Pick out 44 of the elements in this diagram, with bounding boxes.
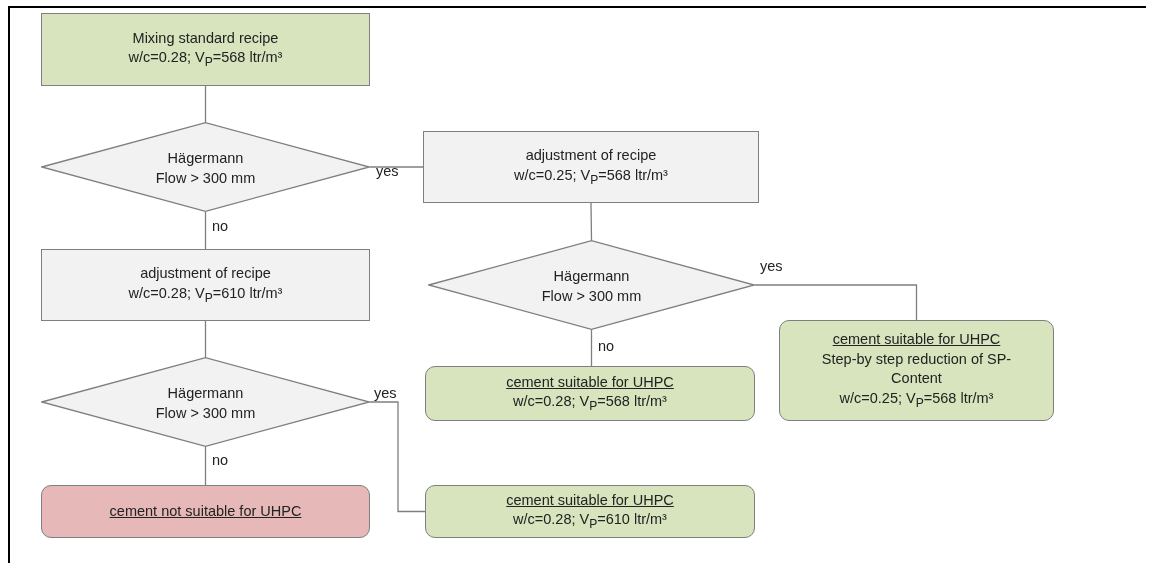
result-heading: cement not suitable for UHPC — [109, 501, 302, 521]
process-box — [423, 131, 759, 203]
decision-text: Hägermann — [553, 267, 630, 287]
node-text: w/c=0.25; V$_{P}$=568 ltr/m³ — [839, 388, 994, 411]
decision-text: Hägermann — [167, 384, 244, 404]
connector-line — [369, 401, 426, 513]
connector-line — [204, 211, 207, 250]
edge-label: yes — [376, 163, 399, 179]
node-text: Mixing standard recipe — [132, 28, 279, 48]
connector-line — [204, 85, 207, 123]
edge-label: yes — [760, 258, 783, 274]
node-text: w/c=0.25; V$_{P}$=568 ltr/m³ — [514, 165, 668, 188]
edge-label: no — [598, 338, 615, 354]
result-box — [779, 320, 1054, 421]
result-heading: cement suitable for UHPC — [506, 490, 674, 510]
node-text: adjustment of recipe — [525, 146, 657, 166]
connector-line — [204, 446, 207, 486]
result-box — [425, 366, 755, 421]
decision-diamond — [41, 122, 370, 212]
result-heading: cement suitable for UHPC — [832, 330, 1001, 350]
decision-diamond — [428, 240, 755, 330]
connector-line — [754, 284, 918, 321]
decision-text: Flow > 300 mm — [541, 287, 642, 306]
connector-line — [204, 320, 207, 358]
node-text: w/c=0.28; V$_{P}$=568 ltr/m³ — [128, 48, 283, 71]
decision-text: Flow > 300 mm — [155, 404, 256, 423]
decision-text: Hägermann — [167, 149, 244, 169]
result-box — [41, 485, 370, 538]
node-text: w/c=0.28; V$_{P}$=568 ltr/m³ — [513, 392, 667, 415]
edge-label: yes — [374, 385, 397, 401]
decision-text: Flow > 300 mm — [155, 169, 256, 188]
node-text: w/c=0.28; V$_{P}$=610 ltr/m³ — [128, 283, 283, 306]
connector-line — [369, 166, 424, 168]
node-text: adjustment of recipe — [140, 264, 271, 284]
node-text: w/c=0.28; V$_{P}$=610 ltr/m³ — [513, 510, 667, 533]
edge-label: no — [212, 218, 229, 234]
decision-diamond — [41, 357, 370, 447]
start-box — [41, 13, 370, 86]
connector-line — [590, 202, 593, 241]
process-box — [41, 249, 370, 321]
edge-label: no — [212, 452, 229, 468]
result-heading: cement suitable for UHPC — [506, 372, 674, 392]
connector-line — [590, 329, 593, 367]
result-box — [425, 485, 755, 538]
